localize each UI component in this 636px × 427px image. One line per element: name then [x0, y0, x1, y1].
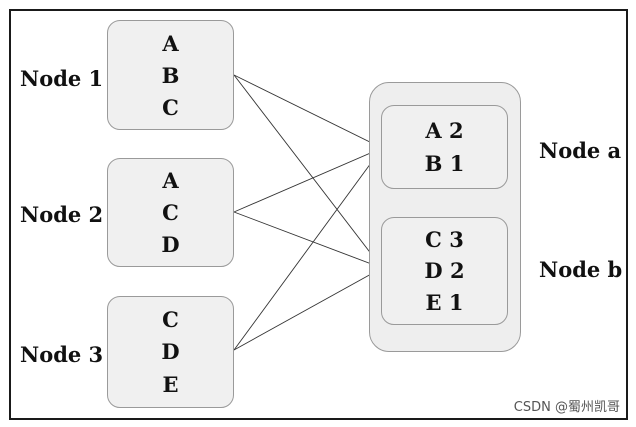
- node-1-box: A B C: [107, 20, 234, 130]
- node-1-label: Node 1: [20, 66, 104, 91]
- node-2-to-node-a-edge: [233, 147, 383, 213]
- node-3-to-node-a-edge: [233, 147, 383, 351]
- node-b-item-c: C 3: [425, 227, 464, 253]
- node-3-to-node-b-edge: [233, 267, 383, 351]
- node-2-item-d: D: [161, 231, 180, 257]
- node-3-item-c: C: [162, 306, 179, 332]
- node-2-item-c: C: [162, 199, 179, 225]
- node-3-label: Node 3: [20, 342, 104, 367]
- node-3-item-e: E: [162, 372, 179, 398]
- node-1-item-b: B: [161, 62, 180, 88]
- node-2-box: A C D: [107, 158, 234, 267]
- node-2-item-a: A: [162, 168, 179, 194]
- node-3-item-d: D: [161, 339, 180, 365]
- node-1-item-a: A: [162, 30, 179, 56]
- node-a-item-a: A 2: [425, 118, 464, 143]
- node-2-to-node-b-edge: [233, 211, 383, 269]
- node-a-box: A 2 B 1: [381, 105, 508, 189]
- node-1-to-node-b-edge: [233, 74, 383, 269]
- node-a-label: Node a: [539, 138, 622, 163]
- node-b-item-d: D 2: [424, 258, 465, 284]
- node-b-label: Node b: [539, 257, 623, 282]
- node-1-to-node-a-edge: [233, 74, 383, 149]
- node-3-box: C D E: [107, 296, 234, 408]
- node-1-item-c: C: [162, 94, 179, 120]
- node-b-box: C 3 D 2 E 1: [381, 217, 508, 325]
- node-b-item-e: E 1: [425, 289, 464, 315]
- node-a-item-b: B 1: [424, 151, 465, 176]
- watermark: CSDN @蜀州凯哥: [513, 400, 620, 415]
- node-2-label: Node 2: [20, 202, 104, 227]
